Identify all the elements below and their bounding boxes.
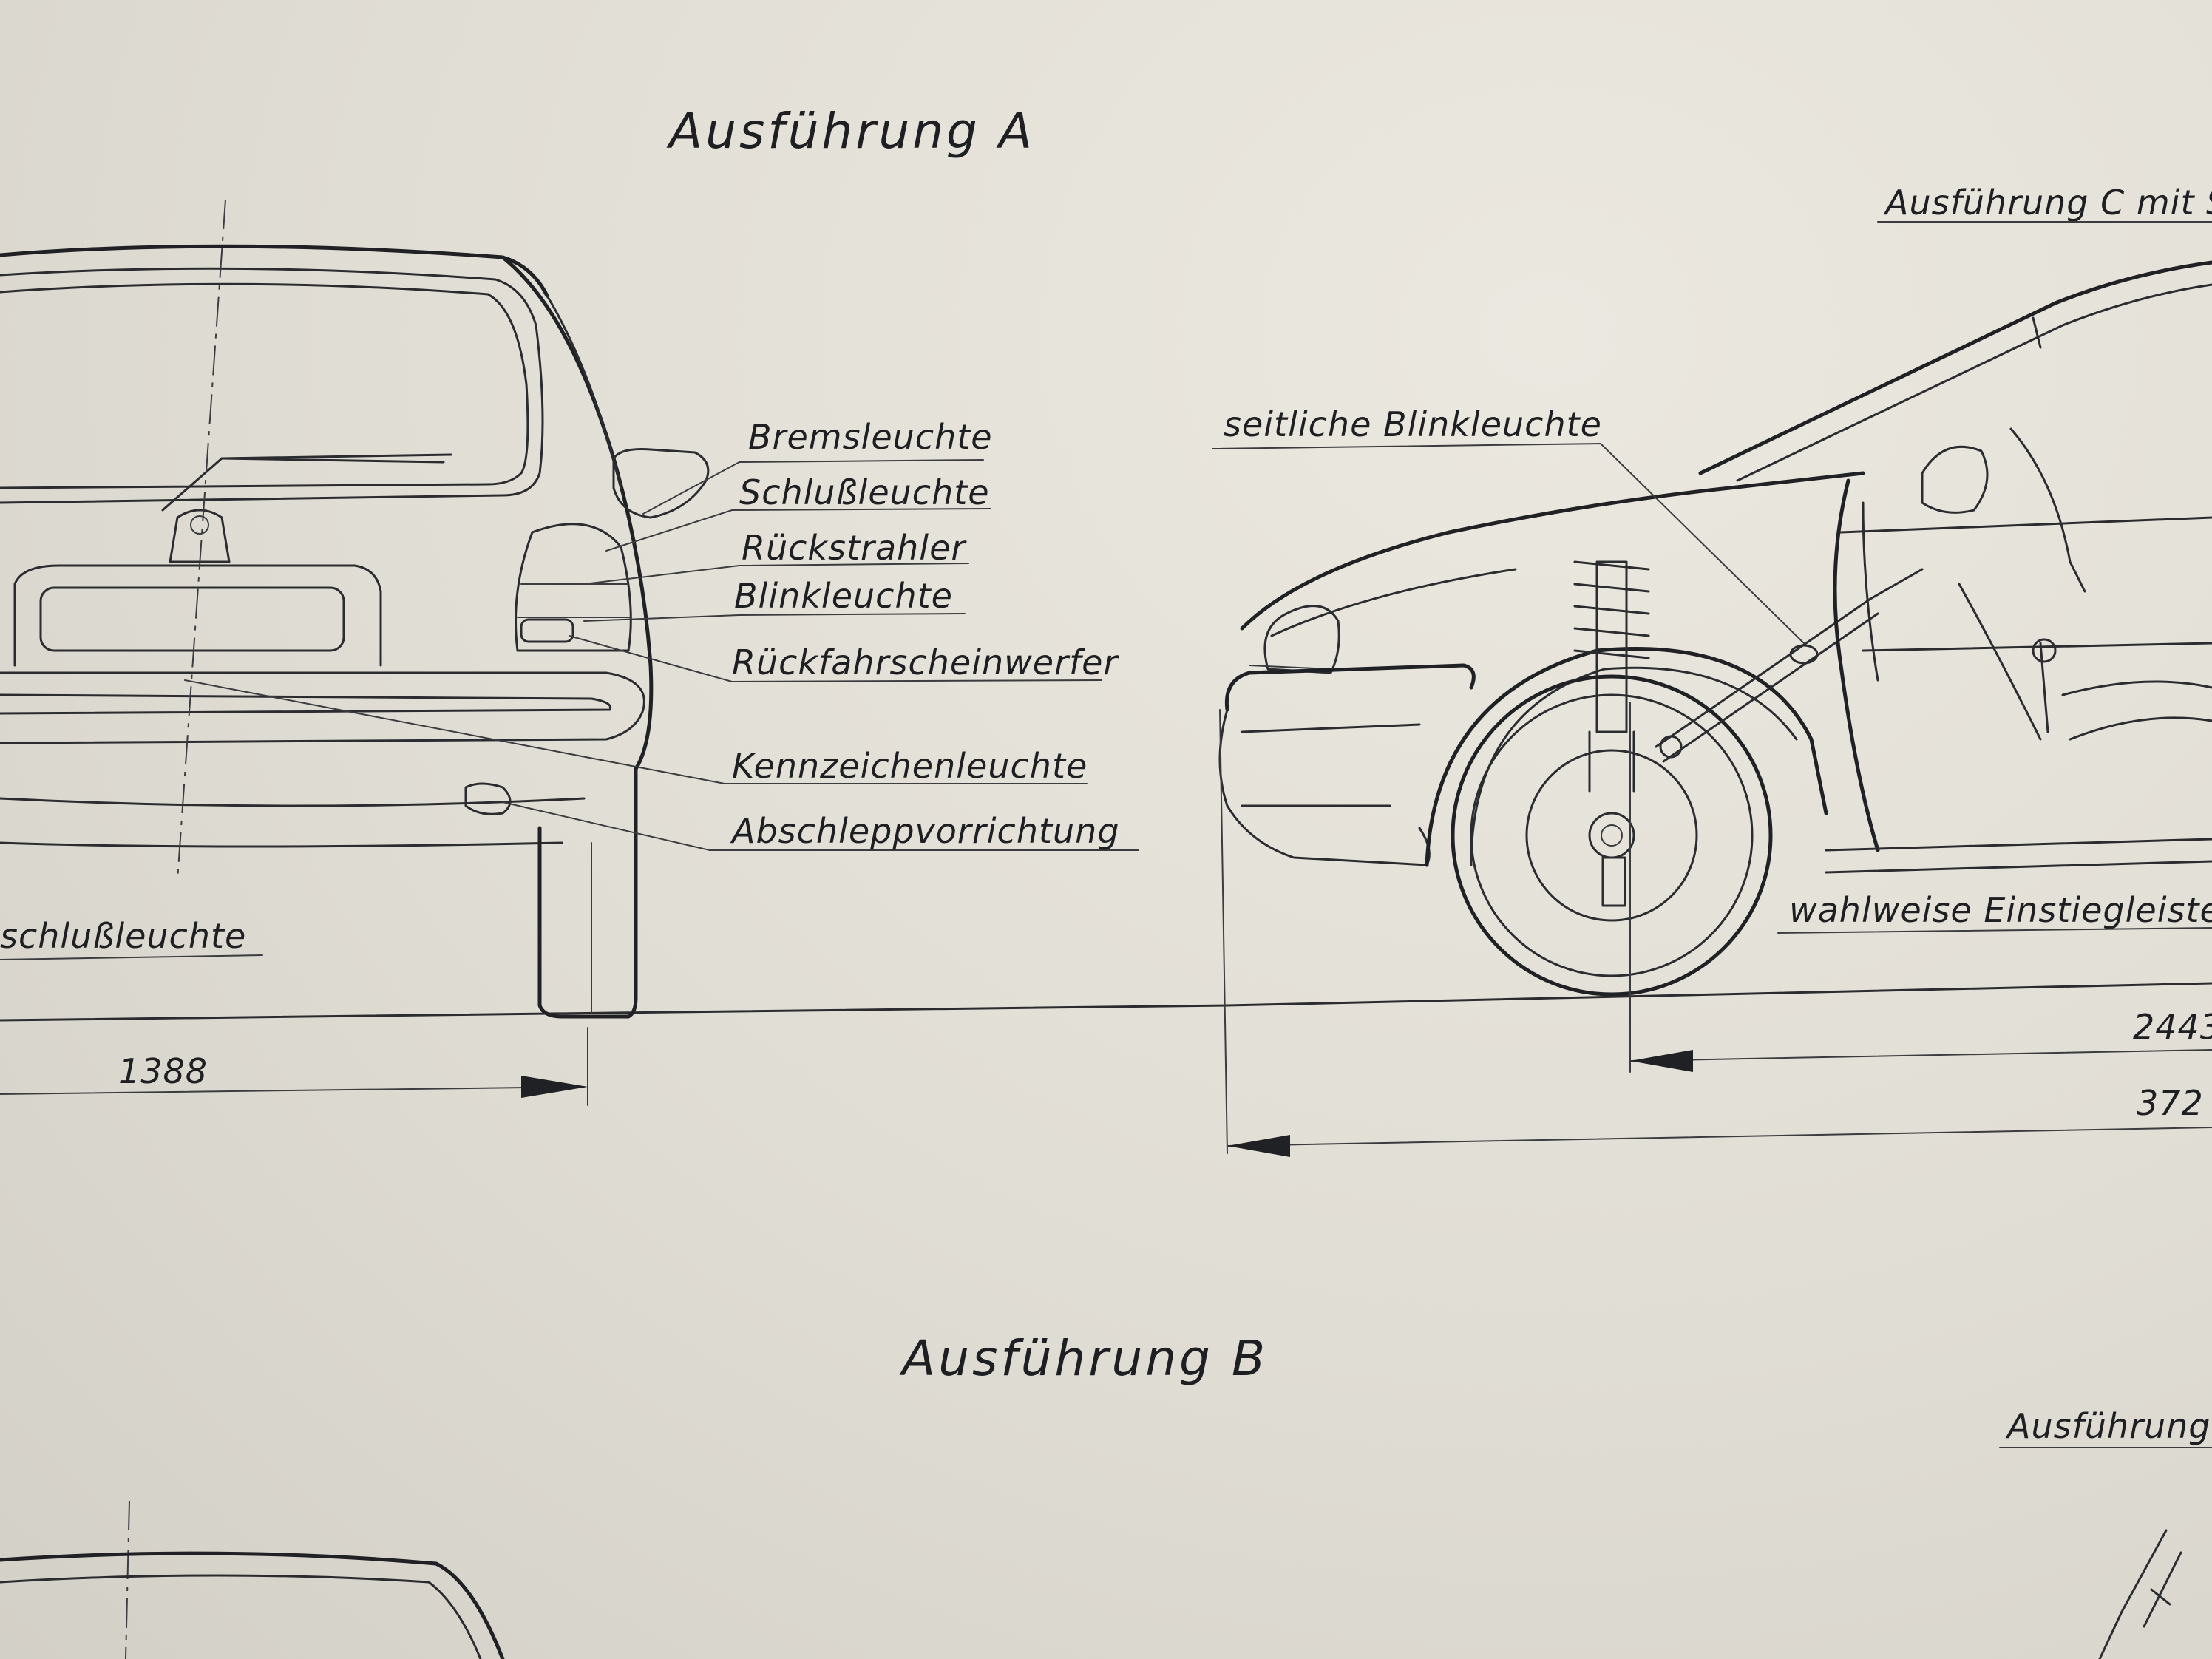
- side-dimensions: [1227, 1049, 2212, 1157]
- title-variant-partial-lower: Ausführung: [2005, 1406, 2211, 1446]
- dimension-overhang-partial: 372: [2137, 1083, 2204, 1123]
- track-dimension: [0, 1027, 588, 1106]
- title-variant-b: Ausführung B: [899, 1330, 1268, 1387]
- label-side-turn-signal: seitliche Blinkleuchte: [1224, 404, 1602, 444]
- label-tail-light: Schlußleuchte: [739, 472, 990, 512]
- label-towing-device: Abschleppvorrichtung: [730, 811, 1120, 851]
- label-turn-signal: Blinkleuchte: [734, 576, 953, 616]
- title-variant-c-partial: Ausführung C mit S: [1883, 183, 2212, 223]
- label-brake-light: Bremsleuchte: [748, 417, 993, 457]
- dimension-track-width: 1388: [118, 1051, 208, 1091]
- label-reflector: Rückstrahler: [742, 528, 967, 568]
- rear-leader-lines: [184, 459, 1139, 851]
- ground-line: [0, 982, 2212, 1022]
- variant-b-partial-car: [0, 1500, 2182, 1659]
- label-fog-tail-light-partial: schlußleuchte: [0, 916, 246, 956]
- side-view-car: [1218, 260, 2212, 1154]
- label-reversing-light: Rückfahrscheinwerfer: [732, 642, 1119, 682]
- title-variant-a: Ausführung A: [666, 103, 1035, 160]
- label-optional-sill-trim: wahlweise Einstiegleiste: [1789, 890, 2212, 930]
- label-license-plate-light: Kennzeichenleuchte: [732, 746, 1088, 786]
- rear-view-car: [0, 199, 710, 1019]
